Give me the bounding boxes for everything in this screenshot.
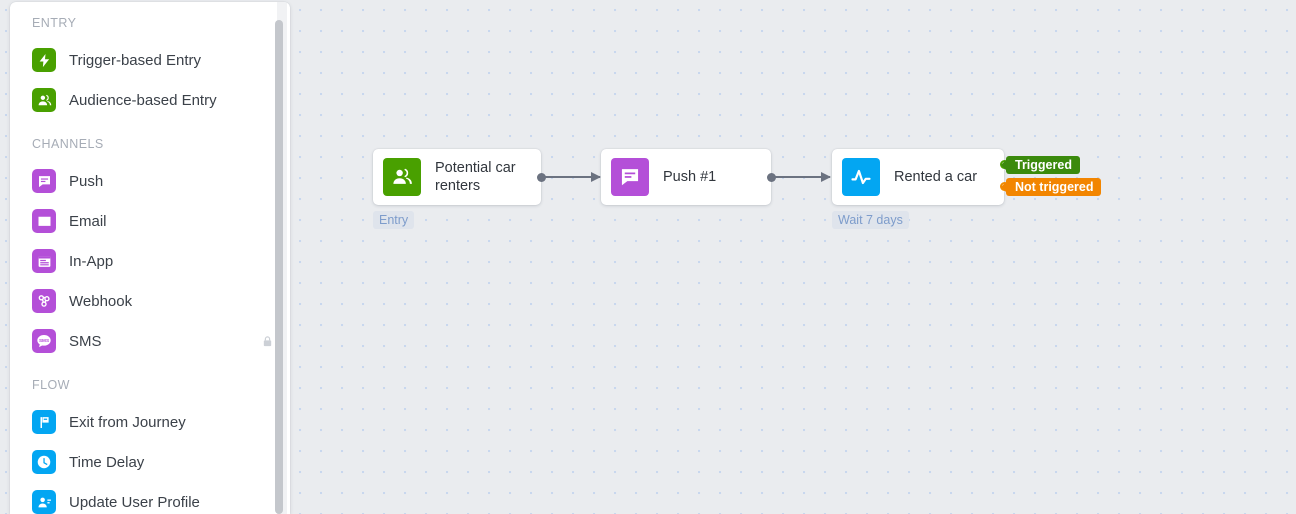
connector-entry-to-push — [538, 172, 601, 182]
sidebar-item-exit-from-journey[interactable]: Exit from Journey — [10, 402, 290, 442]
flow-node-entry[interactable]: Potential car renters Entry — [373, 149, 546, 229]
palette-section-channels: CHANNELS Push — [10, 137, 290, 361]
push-message-icon — [32, 169, 56, 193]
user-profile-edit-icon — [32, 490, 56, 514]
sidebar-scrollbar-thumb[interactable] — [275, 20, 283, 514]
connector-push-to-rented — [768, 172, 831, 182]
branch-badge-label: Triggered — [1015, 158, 1072, 172]
svg-text:SMS: SMS — [39, 338, 49, 343]
node-palette-scroll-area[interactable]: ENTRY Trigger-based Entry — [10, 2, 290, 514]
sidebar-item-label: Audience-based Entry — [69, 91, 217, 109]
sidebar-item-trigger-based-entry[interactable]: Trigger-based Entry — [10, 40, 290, 80]
flow-node-tag: Entry — [373, 211, 415, 229]
branch-badge-not-triggered[interactable]: Not triggered — [1000, 178, 1102, 196]
section-heading-flow: FLOW — [32, 378, 70, 392]
palette-section-flow: FLOW Exit from Journey — [10, 378, 290, 514]
sidebar-item-label: Push — [69, 172, 104, 190]
flow-node-title: Potential car renters — [435, 159, 516, 194]
activity-pulse-icon — [842, 158, 880, 196]
branch-badge-triggered[interactable]: Triggered — [1001, 156, 1080, 174]
sidebar-item-time-delay[interactable]: Time Delay — [10, 442, 290, 482]
sidebar-item-sms[interactable]: SMS SMS — [10, 321, 290, 361]
sidebar-item-in-app[interactable]: In-App — [10, 241, 290, 281]
sidebar-item-label: Email — [69, 212, 107, 230]
audience-people-icon — [32, 88, 56, 112]
webhook-icon — [32, 289, 56, 313]
exit-flag-icon — [32, 410, 56, 434]
sidebar-scrollbar-track[interactable] — [275, 2, 287, 514]
palette-section-entry: ENTRY Trigger-based Entry — [10, 16, 290, 120]
flow-node-tag: Wait 7 days — [832, 211, 909, 229]
flow-node-push[interactable]: Push #1 — [601, 149, 776, 205]
flow-node-title: Rented a car — [894, 168, 978, 185]
sidebar-item-push[interactable]: Push — [10, 161, 290, 201]
section-heading-entry: ENTRY — [32, 16, 77, 30]
sidebar-item-label: Exit from Journey — [69, 413, 186, 431]
flow-node-title: Push #1 — [663, 168, 717, 185]
sidebar-item-label: SMS — [69, 332, 102, 350]
sidebar-item-label: Update User Profile — [69, 493, 200, 511]
branch-badge-label: Not triggered — [1015, 180, 1094, 194]
sms-bubble-icon: SMS — [32, 329, 56, 353]
email-envelope-icon — [32, 209, 56, 233]
flow-node-rented-a-car[interactable]: Rented a car Wait 7 days — [832, 149, 1009, 229]
sidebar-item-update-user-profile[interactable]: Update User Profile — [10, 482, 290, 514]
node-palette-sidebar: ENTRY Trigger-based Entry — [10, 2, 290, 514]
sidebar-item-label: In-App — [69, 252, 114, 270]
lock-icon — [261, 334, 274, 349]
audience-people-icon — [383, 158, 421, 196]
sidebar-item-label: Time Delay — [69, 453, 145, 471]
clock-icon — [32, 450, 56, 474]
sidebar-item-label: Webhook — [69, 292, 133, 310]
sidebar-item-webhook[interactable]: Webhook — [10, 281, 290, 321]
lightning-bolt-icon — [32, 48, 56, 72]
sidebar-item-audience-based-entry[interactable]: Audience-based Entry — [10, 80, 290, 120]
sidebar-item-label: Trigger-based Entry — [69, 51, 201, 69]
in-app-window-icon — [32, 249, 56, 273]
push-message-icon — [611, 158, 649, 196]
section-heading-channels: CHANNELS — [32, 137, 104, 151]
sidebar-item-email[interactable]: Email — [10, 201, 290, 241]
